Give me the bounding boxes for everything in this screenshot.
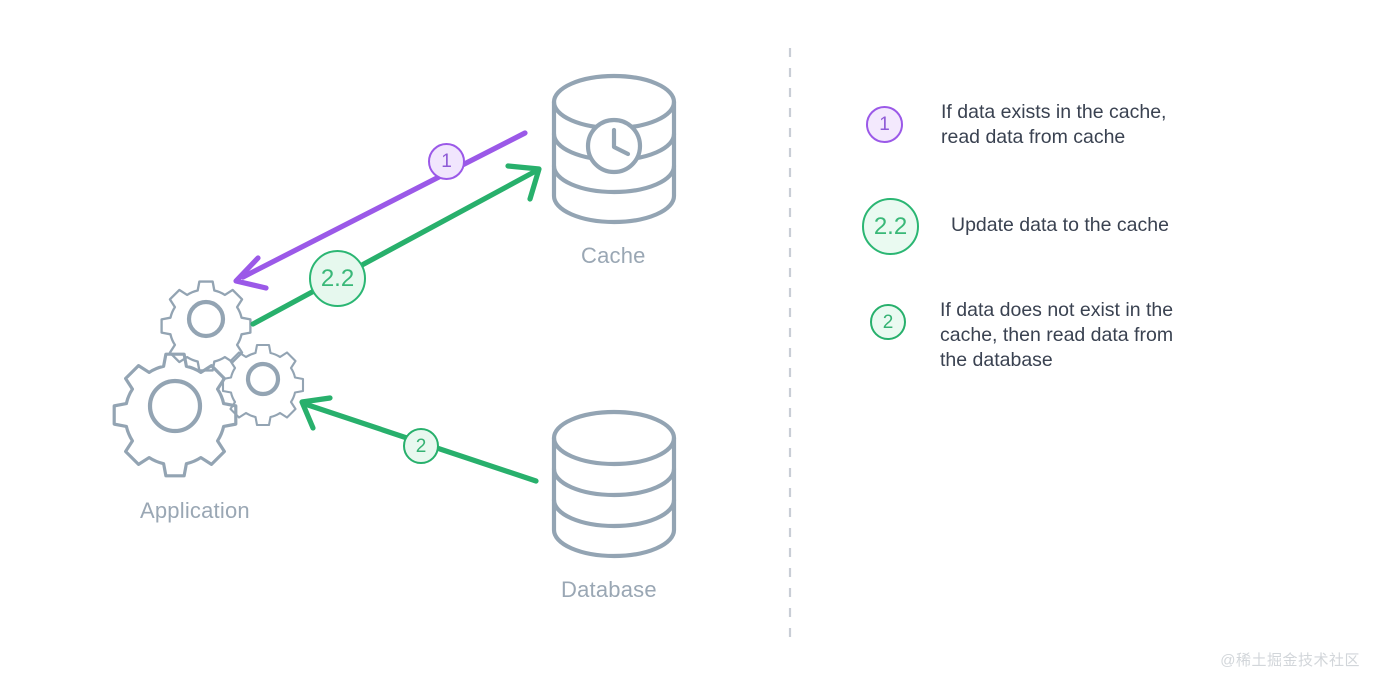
arrow-1-cache-to-application xyxy=(233,130,528,291)
legend-text-1: If data exists in the cache, read data f… xyxy=(941,101,1167,148)
gears-icon xyxy=(112,280,305,478)
legend-text-2: If data does not exist in the cache, the… xyxy=(940,299,1174,371)
legend-item-2-2: 2.2 Update data to the cache xyxy=(862,198,1169,255)
database-cylinder-icon xyxy=(551,409,677,559)
watermark: @稀土掘金技术社区 xyxy=(1220,652,1360,669)
legend-badge-2-2: 2.2 xyxy=(862,198,919,255)
arrow-badge-2: 2 xyxy=(403,428,439,464)
cache-cylinder-clock-icon xyxy=(551,73,677,225)
legend-badge-2: 2 xyxy=(870,304,906,340)
arrow-badge-1: 1 xyxy=(428,143,465,180)
legend-badge-1: 1 xyxy=(866,106,903,143)
node-label-database: Database xyxy=(561,577,657,602)
node-label-application: Application xyxy=(140,498,250,523)
legend-item-2: 2 If data does not exist in the cache, t… xyxy=(870,298,1173,373)
legend-text-2-2: Update data to the cache xyxy=(951,214,1169,236)
arrow-badge-2-2: 2.2 xyxy=(309,250,366,307)
node-label-cache: Cache xyxy=(581,243,646,268)
legend-item-1: 1 If data exists in the cache, read data… xyxy=(866,100,1166,150)
arrow-2-2-application-to-cache xyxy=(250,163,542,327)
